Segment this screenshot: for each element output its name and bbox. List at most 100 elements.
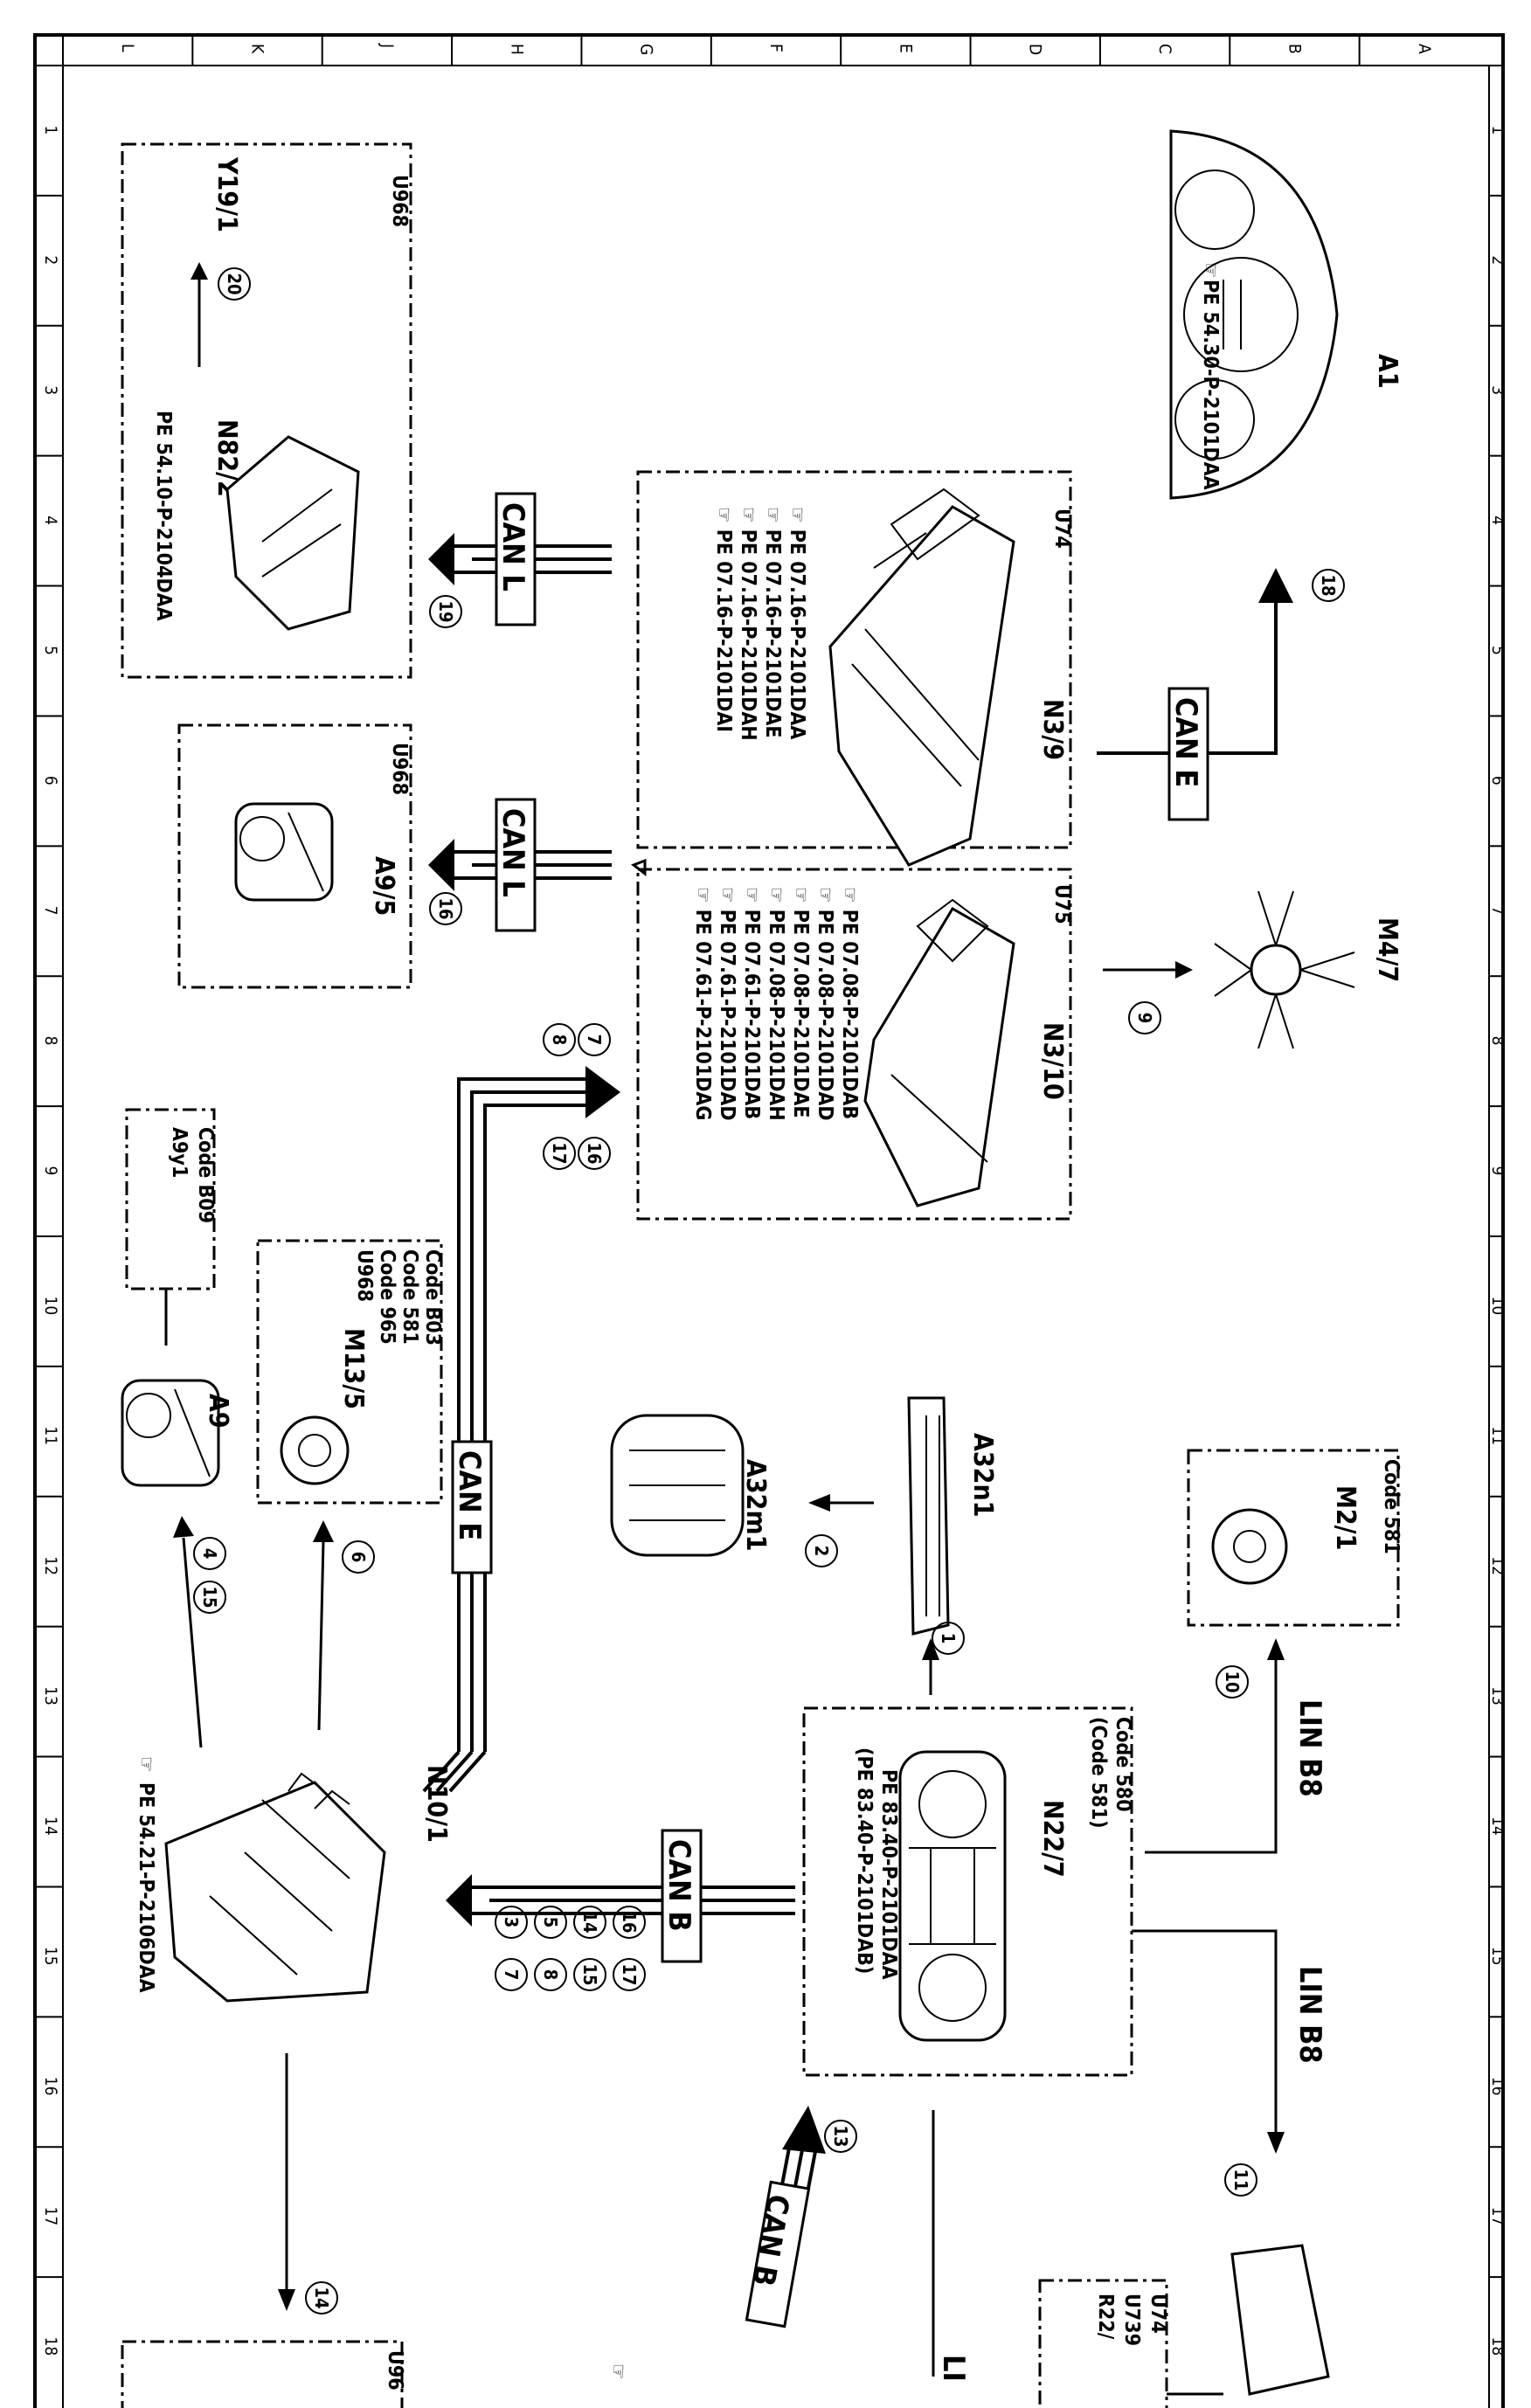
column-letter-j: J <box>378 43 397 48</box>
row-number-left-2: 2 <box>41 255 60 265</box>
lin-b8-bottom-label: LIN B8 <box>1292 1966 1327 2064</box>
callout-14-bottom-text: 14 <box>311 2287 332 2308</box>
a32n1-arrowhead <box>922 1638 939 1660</box>
callout-15-text: 15 <box>199 1586 220 1608</box>
m135-arrow-line <box>317 1541 325 1731</box>
callout-16-n227-text: 16 <box>619 1911 640 1933</box>
row-number-right-6: 6 <box>1488 776 1507 785</box>
can-e-top-badge <box>1167 687 1209 821</box>
a32n1-label: A32n1 <box>967 1433 998 1517</box>
n822-box <box>121 142 412 679</box>
m135-box <box>256 1239 443 1505</box>
row-number-right-10: 10 <box>1488 1296 1507 1315</box>
callout-8-u75-text: 8 <box>549 1034 570 1046</box>
row-number-right-17: 17 <box>1488 2207 1507 2226</box>
can-b-mid-label: CAN B <box>662 1839 696 1932</box>
n101-sam-module-drawing <box>164 1772 386 2003</box>
column-letter-g: G <box>637 44 656 55</box>
callout-14-n227 <box>573 1906 606 1939</box>
n822-ref: PE 54.10-P-2104DAA <box>152 411 175 621</box>
outer-frame <box>33 33 1505 2408</box>
row-number-left-1: 1 <box>41 125 60 135</box>
callout-7-n227 <box>495 1958 528 1991</box>
a9-label: A9 <box>203 1394 233 1429</box>
lin-b8-top-label: LIN B8 <box>1292 1699 1327 1797</box>
callout-8-u75 <box>543 1023 576 1056</box>
m21-label: M2/1 <box>1330 1485 1361 1550</box>
n227-code-2: (Code 581) <box>1087 1717 1110 1829</box>
n227-control-panel-drawing <box>898 1750 1007 2042</box>
row-number-left-10: 10 <box>41 1296 60 1315</box>
can-l-top-arrowhead <box>428 533 454 585</box>
can-e-top-arrowhead <box>1258 568 1293 603</box>
callout-9-text: 9 <box>1134 1013 1155 1024</box>
a95-box <box>177 723 412 989</box>
can-b-bottom-badge <box>745 2180 811 2328</box>
a95-label: A9/5 <box>369 856 399 916</box>
a9y1-box <box>125 1108 216 1290</box>
n822-box-code: U968 <box>388 175 411 227</box>
a9y1-line-1: Code B09 <box>194 1127 217 1223</box>
callout-4 <box>193 1537 226 1570</box>
lin-b8-top-trunk <box>1145 1765 1278 1854</box>
callout-18-text: 18 <box>1318 574 1339 596</box>
a32m1-arrowhead <box>808 1494 830 1512</box>
u74-ref-4: ☞ PE 07.16-P-2101DAI <box>712 507 735 732</box>
a1-ref-icon: ☞ <box>1199 262 1222 279</box>
callout-20-text: 20 <box>224 273 245 294</box>
callout-15 <box>193 1581 226 1614</box>
can-b-mid-arrowhead <box>446 1874 472 1927</box>
u75-ref-3: ☞ PE 07.08-P-2101DAE <box>789 887 812 1118</box>
callout-17-n227-text: 17 <box>619 1963 640 1985</box>
row-number-right-13: 13 <box>1488 1686 1507 1706</box>
bottom-ref-icon: ☞ <box>606 2363 629 2380</box>
column-letter-k: K <box>248 44 267 54</box>
can-l-mid-label: CAN L <box>495 808 530 897</box>
u74-ref-list: ☞ PE 07.16-P-2101DAA☞ PE 07.16-P-2101DAE… <box>712 507 808 741</box>
a9-arrow-line <box>182 1537 203 1748</box>
callout-11-text: 11 <box>1230 2169 1251 2190</box>
callout-11 <box>1224 2163 1257 2197</box>
can-l-top-badge <box>495 492 537 626</box>
u74-box <box>636 470 1072 849</box>
m135-line-1: Code B03 <box>421 1249 444 1346</box>
callout-7-u75 <box>578 1023 611 1056</box>
n227-ref-2: (PE 83.40-P-2101DAB) <box>853 1747 876 1974</box>
y191-label: Y19/1 <box>211 156 242 232</box>
can-e-left-badge <box>451 1440 493 1574</box>
callout-2 <box>805 1534 838 1567</box>
row-number-left-12: 12 <box>41 1556 60 1575</box>
u74-ref-3: ☞ PE 07.16-P-2101DAH <box>737 507 759 741</box>
row-number-left-5: 5 <box>41 646 60 655</box>
callout-16-n227 <box>613 1906 646 1939</box>
u75-ref-7: ☞ PE 07.61-P-2101DAG <box>691 887 714 1120</box>
callout-17-n227 <box>613 1958 646 1991</box>
callout-10-text: 10 <box>1222 1671 1243 1692</box>
callout-14-bottom <box>305 2281 338 2315</box>
callout-8-n227 <box>534 1958 567 1991</box>
m21-box <box>1187 1449 1400 1627</box>
y191-arrowhead <box>191 262 208 280</box>
column-letter-a: A <box>1415 44 1434 54</box>
callout-16-top <box>429 892 462 925</box>
row-number-right-11: 11 <box>1488 1426 1507 1445</box>
callout-17-u75-text: 17 <box>549 1142 570 1164</box>
inner-frame <box>62 65 1490 2408</box>
callout-1 <box>932 1622 965 1655</box>
callout-10 <box>1216 1665 1249 1699</box>
row-number-right-7: 7 <box>1488 906 1507 916</box>
callout-7-n227-text: 7 <box>501 1969 522 1981</box>
row-number-right-1: 1 <box>1488 125 1507 135</box>
row-number-right-15: 15 <box>1488 1947 1507 1966</box>
lin-b8-bottom-arrowhead <box>1267 2132 1285 2154</box>
n227-label: N22/7 <box>1037 1800 1068 1878</box>
u75-ref-4: ☞ PE 07.08-P-2101DAH <box>765 887 787 1121</box>
bottom-box-line-1: U74 <box>1147 2294 1169 2334</box>
a9-compressor-drawing <box>121 1379 220 1487</box>
callout-6-text: 6 <box>348 1552 369 1563</box>
u75-ref-5: ☞ PE 07.61-P-2101DAB <box>740 887 763 1119</box>
